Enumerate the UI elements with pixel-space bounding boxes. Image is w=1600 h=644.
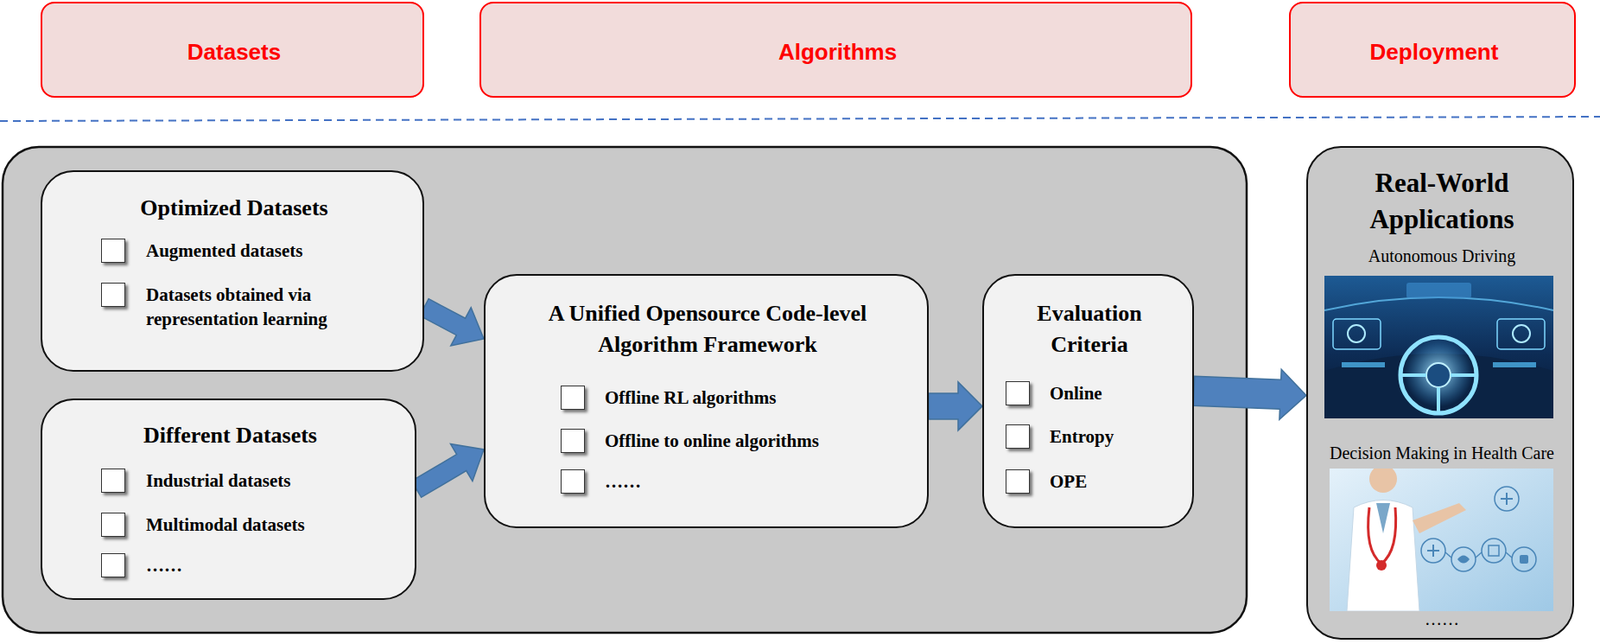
checklist-item: Datasets obtained via representation lea…: [146, 282, 410, 331]
applications-panel: Real-World ApplicationsAutonomous Drivin…: [1306, 146, 1575, 640]
dashed-divider: [0, 116, 1600, 121]
car-dashboard-illustration: [1324, 275, 1554, 419]
ellipsis-label: ……: [1312, 608, 1572, 629]
checkbox: [1005, 469, 1030, 494]
checkbox: [1005, 380, 1030, 406]
checkbox: [1005, 424, 1030, 449]
checkbox: [560, 469, 585, 494]
checkbox: [101, 238, 126, 263]
checklist-item: ……: [604, 469, 916, 494]
dataset-box: Optimized DatasetsAugmented datasetsData…: [40, 170, 425, 372]
block-arrow: [419, 298, 484, 346]
evaluation-box: Evaluation CriteriaOnlineEntropyOPE: [982, 273, 1194, 528]
dataset-box: Different DatasetsIndustrial datasetsMul…: [40, 398, 417, 600]
checklist-item: Augmented datasets: [146, 238, 410, 263]
application-label: Decision Making in Health Care: [1312, 442, 1572, 464]
doctor-illustration: [1329, 468, 1554, 611]
application-label: Autonomous Driving: [1312, 245, 1572, 267]
block-arrow: [928, 381, 983, 431]
block-arrow: [411, 444, 484, 498]
checkbox: [101, 512, 126, 537]
grey-panel: [2, 146, 1247, 633]
box-heading: Different Datasets: [52, 419, 408, 451]
checklist-item: Entropy: [1049, 424, 1188, 449]
checkbox: [101, 468, 126, 493]
block-arrow: [1193, 368, 1307, 420]
stage-label: Algorithms: [488, 38, 1188, 66]
checklist-item: OPE: [1049, 469, 1188, 494]
box-heading: Evaluation Criteria: [1003, 298, 1176, 361]
checkbox: [560, 385, 585, 410]
stage-header-box: Deployment: [1288, 1, 1576, 98]
box-heading: A Unified Opensource Code-level Algorith…: [508, 298, 907, 361]
box-heading: Optimized Datasets: [52, 192, 416, 224]
checklist-item: ……: [146, 552, 406, 578]
checkbox: [560, 428, 585, 453]
checklist-item: Offline RL algorithms: [604, 385, 916, 410]
panel-title: Real-World Applications: [1316, 165, 1568, 238]
stage-label: Datasets: [49, 38, 420, 66]
framework-box: A Unified Opensource Code-level Algorith…: [483, 273, 929, 528]
checklist-item: Industrial datasets: [146, 468, 406, 493]
checklist-item: Online: [1049, 380, 1188, 406]
checkbox: [101, 552, 126, 578]
checklist-item: Offline to online algorithms: [604, 428, 916, 453]
stage-label: Deployment: [1297, 38, 1571, 66]
checkbox: [101, 282, 126, 307]
stage-header-box: Algorithms: [479, 1, 1193, 98]
checklist-item: Multimodal datasets: [146, 512, 406, 537]
stage-header-box: Datasets: [40, 1, 425, 98]
